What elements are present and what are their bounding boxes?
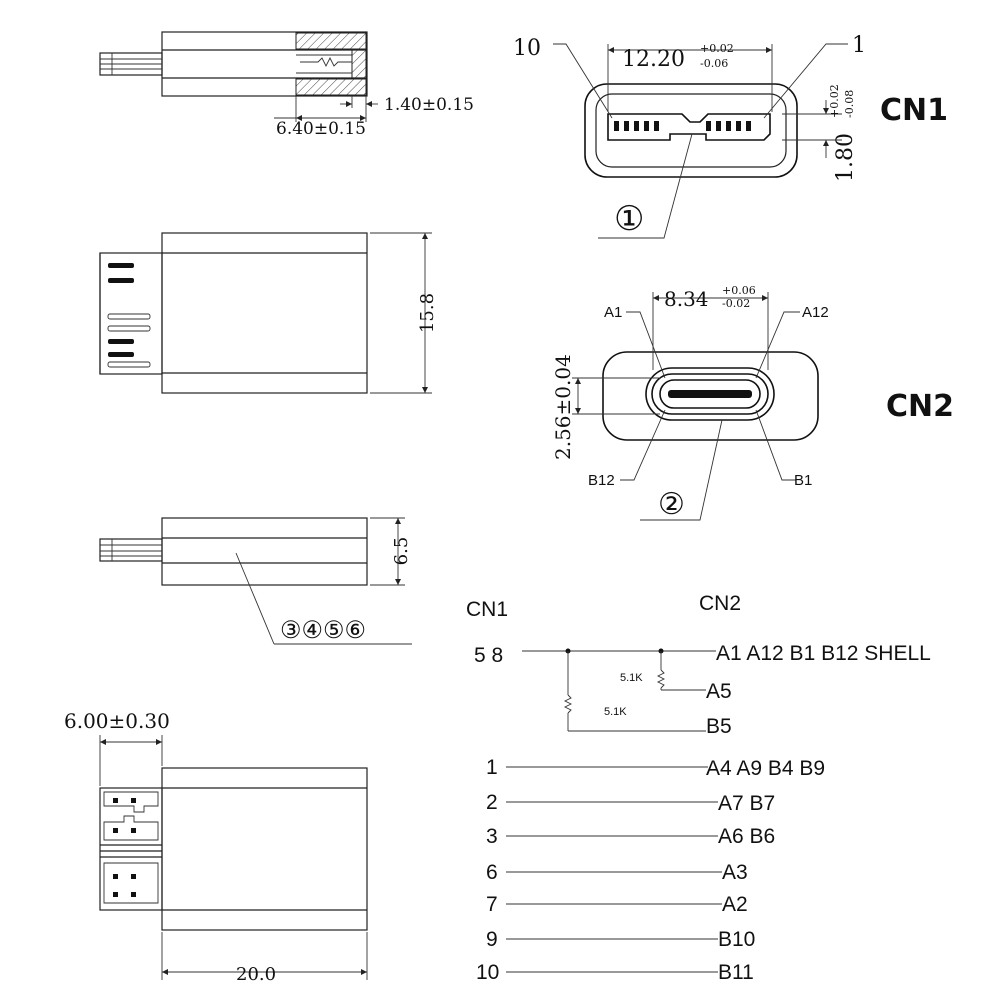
- cn1-width-main: 12.20: [622, 47, 685, 72]
- cn2-diagram: 8.34 +0.06 -0.02 A1 A12 B12 B1 2.56±0.04…: [551, 284, 954, 522]
- view-top: 15.8: [99, 232, 438, 394]
- cn1-title: CN1: [880, 93, 948, 128]
- cn1-height-tol-plus: +0.02: [828, 84, 841, 118]
- wire-row-right: B10: [718, 928, 755, 951]
- wire-row-left: 3: [486, 825, 498, 848]
- dim-6-5-label: 6.5: [391, 537, 412, 566]
- wiring-table: CN1 CN2 5 8 A1 A12 B1 B12 SHELL 5.1K A5 …: [466, 592, 931, 984]
- cn2-pin-a1-label: A1: [604, 304, 622, 321]
- cn1-width-tol-minus: -0.06: [700, 57, 728, 70]
- cn1-height-tol-minus: -0.08: [843, 90, 856, 118]
- cn2-pin-a12-label: A12: [802, 304, 829, 321]
- dim-20-0-label: 20.0: [236, 964, 276, 985]
- resistor-a5-label: 5.1K: [620, 672, 643, 684]
- wiring-header-cn1: CN1: [466, 598, 508, 621]
- wire-row-left: 7: [486, 893, 498, 916]
- wire-row-right: A2: [722, 893, 748, 916]
- cn1-diagram: 12.20 +0.02 -0.06 10 1 1.80 +0.02 -0.08 …: [513, 33, 948, 239]
- cn1-callout: ①: [614, 199, 644, 239]
- wire-row-right: B5: [706, 715, 732, 738]
- dim-1-40-label: 1.40±0.15: [384, 95, 474, 115]
- resistor-b5-label: 5.1K: [604, 706, 627, 718]
- cn2-width-tol-minus: -0.02: [722, 297, 750, 310]
- cn2-callout: ②: [658, 487, 685, 522]
- wire-row-right: A1 A12 B1 B12 SHELL: [716, 642, 931, 665]
- wire-row-right: A5: [706, 680, 732, 703]
- wire-row-left: 9: [486, 928, 498, 951]
- cn1-height-main: 1.80: [833, 133, 858, 182]
- view-section-top: 1.40±0.15 6.40±0.15: [99, 31, 474, 139]
- cn2-height-label: 2.56±0.04: [551, 354, 575, 460]
- wire-row-left: 1: [486, 756, 498, 779]
- wire-row-right: B11: [718, 961, 754, 984]
- cn1-pin-right-label: 1: [852, 33, 866, 58]
- cn2-title: CN2: [886, 389, 954, 424]
- dim-6-00-label: 6.00±0.30: [64, 709, 170, 733]
- cn2-pin-b12-label: B12: [588, 472, 615, 489]
- wiring-header-cn2: CN2: [699, 592, 741, 615]
- cn2-width-main: 8.34: [664, 287, 709, 311]
- cn1-width-tol-plus: +0.02: [700, 42, 734, 55]
- wire-row-left: 5 8: [474, 644, 503, 667]
- wire-row-left: 2: [486, 791, 498, 814]
- wire-row-right: A7 B7: [718, 792, 775, 815]
- cn1-pin-left-label: 10: [513, 36, 541, 61]
- cn2-pin-b1-label: B1: [794, 472, 812, 489]
- wire-row-right: A3: [722, 861, 748, 884]
- view-bottom: 6.00±0.30 20.0: [64, 709, 368, 985]
- wire-row-right: A6 B6: [718, 825, 775, 848]
- dim-6-40-label: 6.40±0.15: [276, 119, 366, 139]
- dim-15-8-label: 15.8: [417, 293, 438, 333]
- wire-row-right: A4 A9 B4 B9: [706, 757, 825, 780]
- cn2-width-tol-plus: +0.06: [722, 284, 756, 297]
- view-side: 6.5 ③④⑤⑥: [99, 517, 412, 645]
- wire-row-left: 10: [476, 961, 499, 984]
- wire-row-left: 6: [486, 861, 498, 884]
- parts-callout: ③④⑤⑥: [280, 616, 366, 644]
